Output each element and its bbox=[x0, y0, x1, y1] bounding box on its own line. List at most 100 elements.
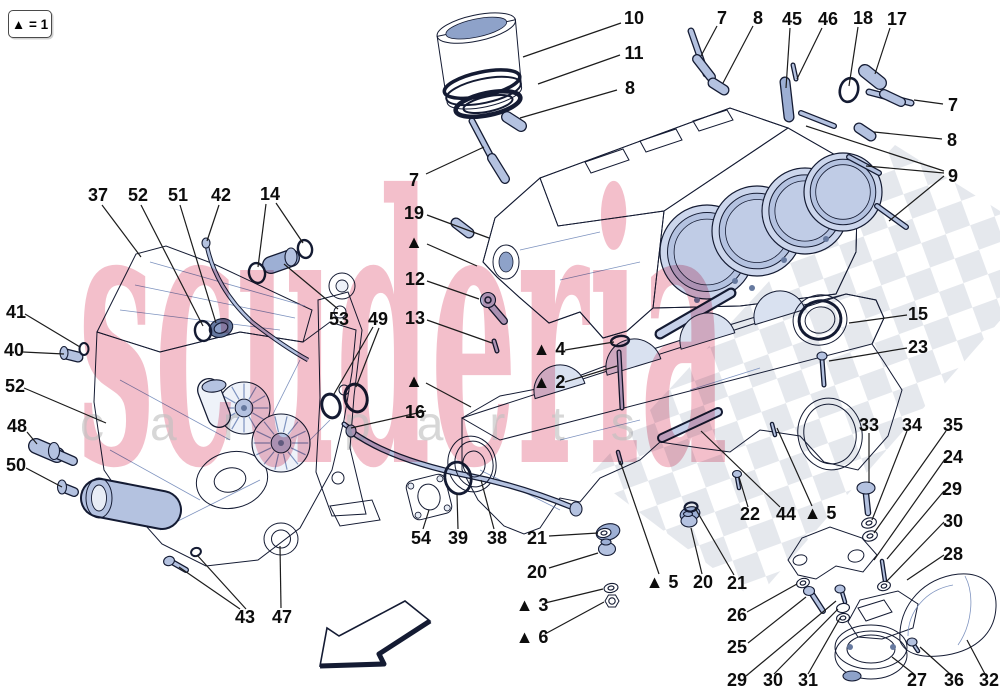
callout-20: 20 bbox=[527, 562, 547, 582]
callout-30: 30 bbox=[763, 670, 783, 690]
leader-line bbox=[257, 203, 267, 268]
leader-line bbox=[178, 566, 241, 610]
leader-line bbox=[350, 410, 427, 429]
leader-line bbox=[548, 532, 599, 537]
callout-5: ▲ 5 bbox=[646, 572, 679, 592]
callout-2: ▲ 2 bbox=[533, 372, 566, 392]
leader-line bbox=[871, 430, 908, 521]
cylinder-liner bbox=[436, 12, 523, 110]
leader-line bbox=[966, 639, 986, 675]
engine-mount-parts bbox=[787, 526, 997, 680]
leader-line bbox=[196, 554, 247, 610]
callout-34: 34 bbox=[902, 415, 922, 435]
callout-26: 26 bbox=[727, 605, 747, 625]
leader-line bbox=[807, 617, 841, 675]
callout-48: 48 bbox=[7, 416, 27, 436]
callout-10: 10 bbox=[624, 8, 644, 28]
leader-line bbox=[891, 656, 915, 675]
callout-36: 36 bbox=[944, 670, 964, 690]
callout-: ▲ bbox=[405, 232, 423, 252]
leader-line bbox=[425, 146, 485, 175]
callout-35: 35 bbox=[943, 415, 963, 435]
timing-cover-assembly bbox=[80, 245, 576, 567]
leader-line bbox=[564, 341, 615, 351]
leader-line bbox=[26, 431, 38, 445]
leader-line bbox=[888, 175, 945, 222]
leader-line bbox=[865, 165, 945, 174]
callout-50: 50 bbox=[6, 455, 26, 475]
callout-29: 29 bbox=[727, 670, 747, 690]
callout-27: 27 bbox=[907, 670, 927, 690]
callout-30: 30 bbox=[943, 511, 963, 531]
leader-line bbox=[885, 521, 945, 583]
leader-lines bbox=[22, 22, 986, 677]
callout-16: 16 bbox=[405, 402, 425, 422]
leader-line bbox=[747, 596, 807, 644]
leader-line bbox=[426, 214, 490, 239]
leader-line bbox=[873, 430, 947, 534]
callout-4: ▲ 4 bbox=[533, 339, 566, 359]
callout-8: 8 bbox=[947, 130, 957, 150]
callout-32: 32 bbox=[979, 670, 999, 690]
callout-43: 43 bbox=[235, 607, 255, 627]
leader-line bbox=[426, 319, 493, 344]
callout-42: 42 bbox=[211, 185, 231, 205]
leader-line bbox=[480, 479, 495, 530]
callout-21: 21 bbox=[527, 528, 547, 548]
leader-line bbox=[456, 493, 459, 530]
leader-line bbox=[886, 490, 945, 560]
callout-49: 49 bbox=[368, 309, 388, 329]
callout-7: 7 bbox=[409, 170, 419, 190]
leader-line bbox=[874, 27, 891, 75]
leader-line bbox=[619, 460, 660, 575]
fasteners-and-seals bbox=[28, 27, 921, 682]
leader-line bbox=[275, 202, 304, 244]
callout-19: 19 bbox=[404, 203, 424, 223]
leader-line bbox=[773, 608, 839, 675]
leader-line bbox=[700, 430, 781, 508]
callout-12: 12 bbox=[405, 269, 425, 289]
watermark: scuderia car parts bbox=[78, 116, 728, 550]
callout-25: 25 bbox=[727, 637, 747, 657]
hex-nut bbox=[604, 594, 620, 608]
callout-52: 52 bbox=[5, 376, 25, 396]
checkered-flag-watermark bbox=[590, 145, 1000, 600]
leader-line bbox=[522, 22, 622, 58]
leader-line bbox=[805, 125, 945, 172]
leader-line bbox=[828, 347, 908, 362]
leader-line bbox=[745, 600, 837, 677]
cylinder-block-drawing bbox=[482, 107, 883, 340]
callout-17: 17 bbox=[887, 9, 907, 29]
callout-53: 53 bbox=[329, 309, 349, 329]
direction-arrow-icon bbox=[319, 600, 432, 669]
leader-line bbox=[746, 583, 798, 613]
callout-28: 28 bbox=[943, 544, 963, 564]
leader-line bbox=[848, 26, 859, 87]
callout-8: 8 bbox=[625, 78, 635, 98]
callout-31: 31 bbox=[798, 670, 818, 690]
callout-: ▲ bbox=[405, 371, 423, 391]
callout-33: 33 bbox=[859, 415, 879, 435]
flange-part bbox=[405, 473, 453, 521]
leader-line bbox=[873, 458, 946, 561]
callout-24: 24 bbox=[943, 447, 963, 467]
callout-14: 14 bbox=[260, 184, 280, 204]
leader-line bbox=[738, 476, 749, 508]
callout-46: 46 bbox=[818, 9, 838, 29]
leader-line bbox=[564, 365, 618, 383]
leader-line bbox=[206, 204, 220, 242]
leader-line bbox=[722, 25, 754, 84]
callout-52: 52 bbox=[128, 185, 148, 205]
leader-line bbox=[700, 25, 718, 57]
leader-line bbox=[785, 27, 791, 89]
callout-29: 29 bbox=[942, 479, 962, 499]
callout-8: 8 bbox=[753, 8, 763, 28]
leader-line bbox=[776, 427, 813, 507]
callout-5: ▲ 5 bbox=[804, 503, 837, 523]
leader-line bbox=[22, 351, 65, 355]
leader-line bbox=[426, 243, 478, 267]
callout-38: 38 bbox=[487, 528, 507, 548]
